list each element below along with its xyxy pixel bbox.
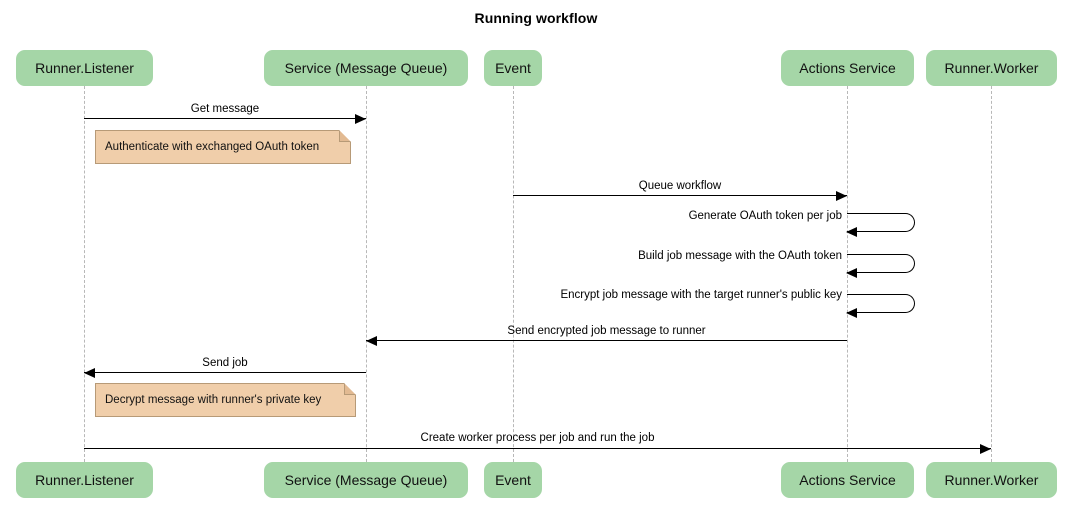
- note-label: Authenticate with exchanged OAuth token: [105, 141, 320, 153]
- message-line-send-job: [84, 372, 366, 373]
- participant-footer-actions-service[interactable]: Actions Service: [781, 462, 914, 498]
- participant-header-runner-listener[interactable]: Runner.Listener: [16, 50, 153, 86]
- note-label: Decrypt message with runner's private ke…: [105, 394, 322, 406]
- message-label-build-job-message-with-the-oauth-token: Build job message with the OAuth token: [638, 250, 842, 262]
- participant-footer-runner-listener[interactable]: Runner.Listener: [16, 462, 153, 498]
- participant-header-service-message-queue[interactable]: Service (Message Queue): [264, 50, 468, 86]
- participant-label: Service (Message Queue): [284, 472, 448, 488]
- participant-header-event[interactable]: Event: [484, 50, 542, 86]
- participant-label: Actions Service: [799, 60, 896, 76]
- message-label-create-worker-process-per-job-and-run-the-job: Create worker process per job and run th…: [420, 432, 655, 444]
- participant-label: Runner.Worker: [944, 60, 1039, 76]
- page-title: Running workflow: [474, 10, 598, 26]
- arrowhead-left-icon: [846, 308, 857, 318]
- participant-label: Actions Service: [799, 472, 896, 488]
- participant-footer-event[interactable]: Event: [484, 462, 542, 498]
- participant-label: Runner.Worker: [944, 472, 1039, 488]
- lifeline-service-message-queue: [366, 86, 367, 462]
- message-label-get-message: Get message: [190, 103, 260, 115]
- self-message-loop-build-job-message-with-the-oauth-token: [847, 254, 915, 273]
- arrowhead-left-icon: [366, 336, 377, 346]
- participant-label: Runner.Listener: [35, 60, 134, 76]
- participant-label: Event: [495, 60, 531, 76]
- self-message-loop-encrypt-job-message-with-the-target-runners-public-key: [847, 294, 915, 313]
- message-line-queue-workflow: [513, 195, 847, 196]
- message-line-get-message: [84, 118, 366, 119]
- participant-header-actions-service[interactable]: Actions Service: [781, 50, 914, 86]
- note-decrypt-message-with-runners-private-key: Decrypt message with runner's private ke…: [95, 383, 356, 417]
- participant-footer-service-message-queue[interactable]: Service (Message Queue): [264, 462, 468, 498]
- message-label-send-job: Send job: [202, 357, 248, 369]
- participant-label: Service (Message Queue): [284, 60, 448, 76]
- arrowhead-left-icon: [846, 268, 857, 278]
- arrowhead-left-icon: [84, 368, 95, 378]
- participant-label: Event: [495, 472, 531, 488]
- arrowhead-left-icon: [846, 227, 857, 237]
- message-label-encrypt-job-message-with-the-target-runners-public-key: Encrypt job message with the target runn…: [560, 289, 842, 301]
- message-label-queue-workflow: Queue workflow: [638, 180, 722, 192]
- arrowhead-right-icon: [980, 444, 991, 454]
- participant-footer-runner-worker[interactable]: Runner.Worker: [926, 462, 1057, 498]
- lifeline-runner-worker: [991, 86, 992, 462]
- arrowhead-right-icon: [355, 114, 366, 124]
- message-label-generate-oauth-token-per-job: Generate OAuth token per job: [688, 210, 842, 222]
- message-line-send-encrypted-job-message-to-runner: [366, 340, 847, 341]
- message-line-create-worker-process-per-job-and-run-the-job: [84, 448, 991, 449]
- message-label-send-encrypted-job-message-to-runner: Send encrypted job message to runner: [507, 325, 706, 337]
- arrowhead-right-icon: [836, 191, 847, 201]
- self-message-loop-generate-oauth-token-per-job: [847, 213, 915, 232]
- lifeline-runner-listener: [84, 86, 85, 462]
- participant-label: Runner.Listener: [35, 472, 134, 488]
- lifeline-event: [513, 86, 514, 462]
- note-authenticate-with-exchanged-oauth-token: Authenticate with exchanged OAuth token: [95, 130, 351, 164]
- participant-header-runner-worker[interactable]: Runner.Worker: [926, 50, 1057, 86]
